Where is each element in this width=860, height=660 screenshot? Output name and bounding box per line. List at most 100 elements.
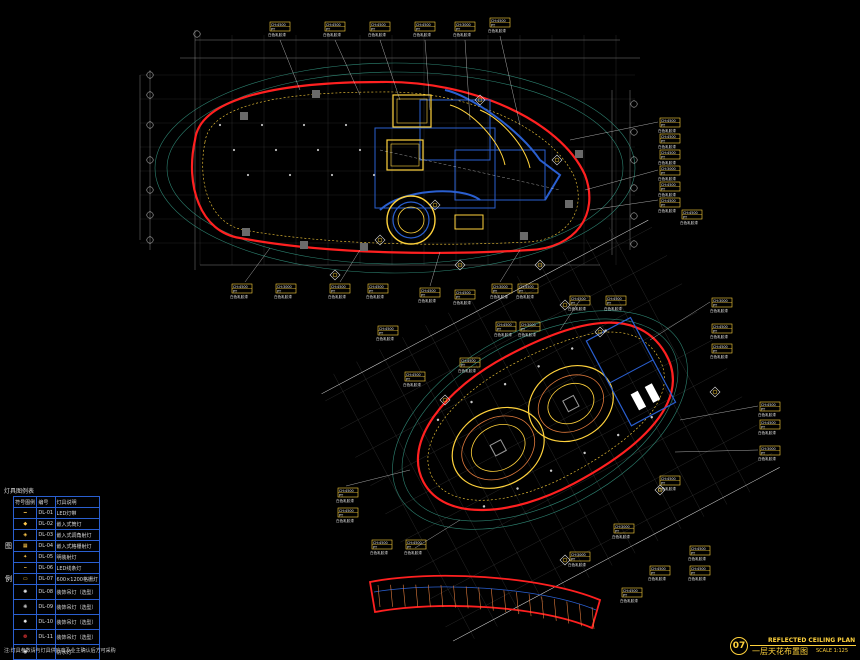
tag-sub: PT: [661, 187, 666, 191]
section-marker: [534, 259, 546, 271]
tag-code: CH:4500: [491, 19, 506, 23]
oval-ceiling-ring: [451, 406, 545, 489]
legend-description: 600×1200格栅灯: [54, 573, 101, 585]
surface-spot-symbol-icon: ✦: [13, 551, 38, 563]
tag-material: 白色乳胶漆: [336, 498, 354, 503]
upper-outline: [190, 80, 591, 254]
tag-code: CH:4500: [713, 325, 728, 329]
axis-bubble: [146, 186, 154, 194]
tag-material: 白色乳胶漆: [336, 518, 354, 523]
legend-side-cell: 例: [5, 575, 12, 583]
section-marker-core: [432, 202, 438, 208]
tag-material: 白色乳胶漆: [368, 32, 386, 37]
bench-inner-line: [373, 586, 597, 611]
tag-material: 白色乳胶漆: [230, 294, 248, 299]
bench-slat: [553, 598, 557, 621]
oval-ceiling-ring: [527, 365, 614, 443]
tag-code: CH:4500: [416, 23, 431, 27]
window-mark: [644, 383, 661, 403]
tag-code: CH:4500: [369, 285, 384, 289]
tag-material: 白色乳胶漆: [710, 354, 728, 359]
pendant-symbol-2-icon: ❋: [13, 599, 38, 615]
downlight-dot: [650, 416, 653, 419]
section-marker-core: [712, 389, 718, 395]
tag-material: 白色乳胶漆: [453, 300, 471, 305]
section-marker: [594, 326, 606, 338]
tag-material: 白色乳胶漆: [658, 192, 676, 197]
tag-material: 白色乳胶漆: [658, 208, 676, 213]
panel-symbol-icon: ▭: [13, 573, 38, 585]
legend-side-cell: [4, 552, 14, 563]
legend-note: 注:灯具参数请与灯具供应商及业主确认后方可采购: [4, 648, 116, 654]
downlight-symbol-icon: ◆: [13, 518, 38, 530]
grid-line: [402, 337, 544, 603]
section-marker: [374, 234, 386, 246]
tag-material: 白色乳胶漆: [453, 32, 471, 37]
tag-material: 白色乳胶漆: [458, 368, 476, 373]
tag-code: CH:4500: [683, 211, 698, 215]
tag-code: CH:4500: [661, 477, 676, 481]
legend-description: 嵌入式格栅射灯: [54, 540, 101, 552]
column: [242, 228, 250, 236]
leader-line: [679, 405, 759, 421]
section-marker: [329, 269, 341, 281]
grid-line: [355, 283, 683, 458]
center-fixture: [489, 439, 507, 457]
tag-code: CH:4500: [571, 297, 586, 301]
dimension-grid: [139, 30, 780, 642]
tag-material: 白色乳胶漆: [328, 294, 346, 299]
tag-code: CH:4500: [691, 567, 706, 571]
tag-sub: PT: [461, 363, 466, 367]
axis-bubble: [630, 184, 638, 192]
wall-outline: [454, 149, 546, 201]
tag-sub: PT: [761, 407, 766, 411]
downlight-dot: [358, 148, 362, 152]
grid-line: [425, 324, 567, 590]
tag-code: CH:4500: [607, 297, 622, 301]
pendant-symbol-icon: ✺: [13, 584, 38, 600]
tag-material: 白色乳胶漆: [758, 412, 776, 417]
tag-material: 白色乳胶漆: [680, 220, 698, 225]
tag-sub: PT: [456, 27, 461, 31]
tag-sub: PT: [407, 545, 412, 549]
legend-side-cell: [4, 519, 14, 530]
legend-header-row: 符号图例编号灯具说明: [4, 496, 101, 508]
curved-wall: [444, 89, 562, 201]
tag-sub: PT: [331, 289, 336, 293]
tag-material: 白色乳胶漆: [404, 550, 422, 555]
downlight-dot: [604, 329, 607, 332]
section-marker: [654, 484, 666, 496]
legend-side-cell: [4, 600, 14, 615]
tag-material: 白色乳胶漆: [376, 336, 394, 341]
legend-description: 防水灯: [54, 644, 101, 660]
grid-line: [585, 239, 728, 505]
legend-code: DL-03: [36, 529, 56, 541]
tag-material: 白色乳胶漆: [758, 456, 776, 461]
section-marker: [439, 394, 451, 406]
tag-code: CH:4500: [456, 291, 471, 295]
drawing-number: 07: [730, 637, 748, 655]
tag-material: 白色乳胶漆: [323, 32, 341, 37]
tag-code: CH:4500: [407, 541, 422, 545]
tag-code: CH:4500: [406, 373, 421, 377]
tag-sub: PT: [491, 23, 496, 27]
dimension-line: [321, 219, 649, 395]
bench-slat: [402, 584, 406, 607]
oval-ceiling-ring: [547, 382, 595, 425]
downlight-dot: [436, 418, 440, 422]
legend-side-cell: [4, 630, 14, 645]
legend-header-cell: 灯具说明: [54, 496, 101, 508]
tag-code: CH:4500: [326, 23, 341, 27]
